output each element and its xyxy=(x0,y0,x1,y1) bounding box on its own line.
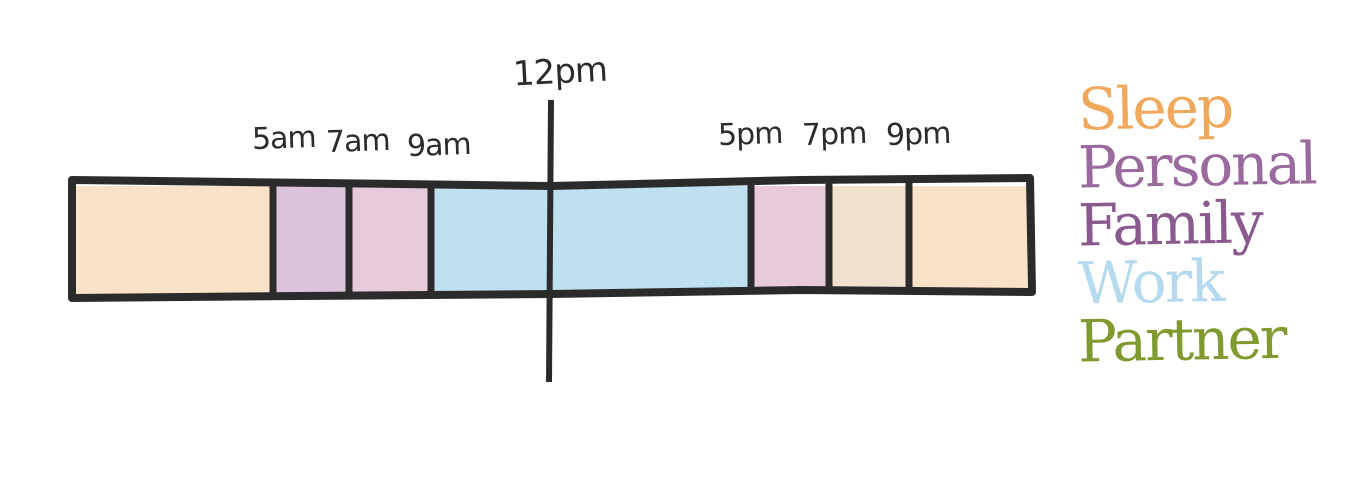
legend: Sleep Personal Family Work Partner xyxy=(1077,72,1358,376)
legend-work: Work xyxy=(1077,246,1225,318)
segment-work-morning xyxy=(431,186,551,294)
time-label-7pm: 7pm xyxy=(801,115,867,154)
bar-outline xyxy=(68,174,1036,302)
noon-line xyxy=(546,99,554,383)
segment-sleep-evening xyxy=(829,186,909,290)
segment-work-afternoon xyxy=(551,186,751,290)
time-label-7am: 7am xyxy=(325,122,391,161)
legend-sleep: Sleep xyxy=(1077,72,1233,144)
legend-family: Family xyxy=(1077,188,1263,260)
time-label-9am: 9am xyxy=(406,126,472,165)
segment-personal-morning xyxy=(273,186,349,294)
legend-partner: Partner xyxy=(1077,303,1287,376)
time-label-5pm: 5pm xyxy=(717,115,783,154)
noon-label: 12pm xyxy=(512,49,608,95)
segment-sleep-late xyxy=(909,186,1027,290)
legend-personal: Personal xyxy=(1077,129,1317,202)
time-label-5am: 5am xyxy=(251,119,317,158)
segment-family-evening xyxy=(751,186,829,290)
segment-family-morning xyxy=(349,186,431,294)
segment-sleep-early xyxy=(76,186,273,294)
time-label-9pm: 9pm xyxy=(885,115,951,154)
